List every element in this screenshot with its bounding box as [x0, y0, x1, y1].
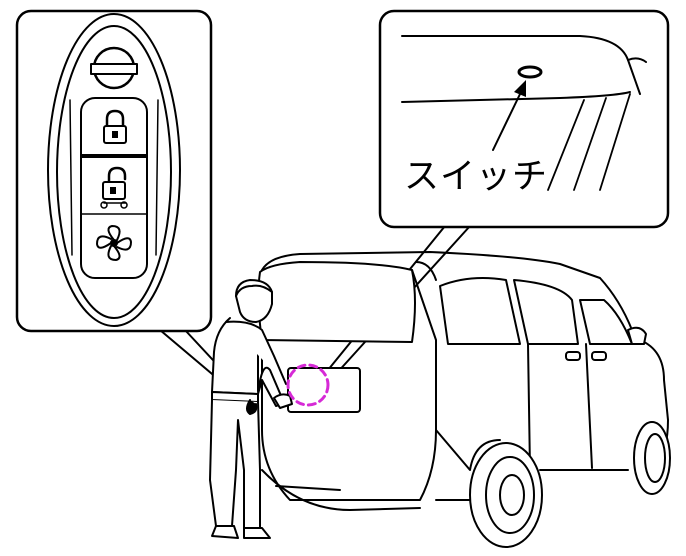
switch-callout-box: [378, 9, 670, 229]
switch-pointer-arrow: [492, 91, 522, 151]
switch-location-highlight: [286, 363, 330, 407]
switch-label: スイッチ: [404, 157, 549, 197]
switch-button: [517, 65, 543, 79]
padlock-open-icon: [100, 166, 128, 209]
switch-callout: [327, 9, 670, 375]
nissan-logo-icon: [90, 46, 138, 90]
license-plate-area: [287, 367, 361, 413]
person: [209, 279, 293, 539]
rear-wheel: [469, 442, 543, 548]
padlock-closed-icon: [103, 109, 127, 144]
fan-icon: [96, 225, 132, 261]
key-fob-outer: [47, 13, 181, 327]
car: [257, 251, 671, 548]
key-fob: [47, 13, 181, 327]
key-fob-inner: [56, 25, 172, 319]
